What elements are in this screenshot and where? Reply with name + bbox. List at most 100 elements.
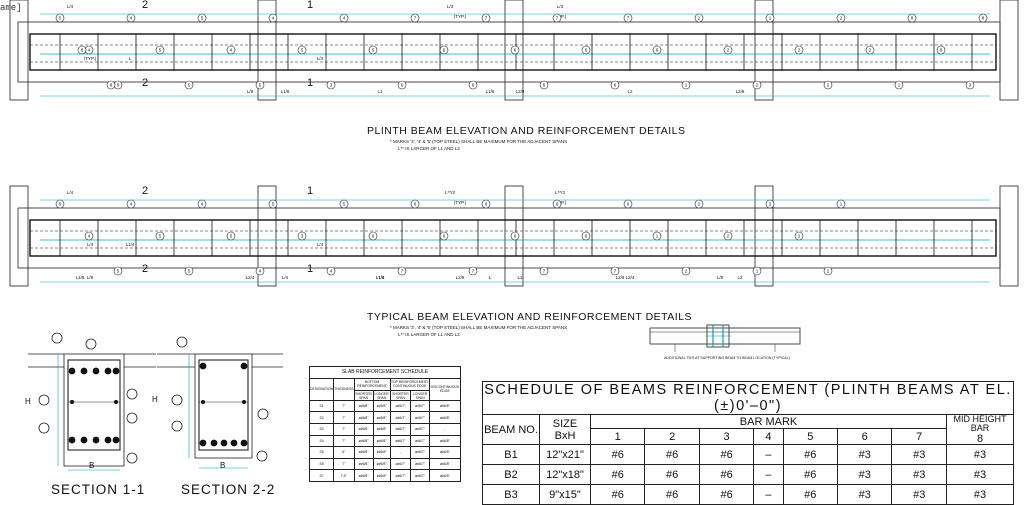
schedule-col-2: 2: [644, 428, 700, 445]
schedule-cell: #6: [589, 464, 646, 485]
mark-bubble: [481, 199, 491, 209]
mark-label: 8: [982, 16, 985, 21]
slab-cell: ø#6/7": [410, 422, 430, 436]
slab-cell: ø#6/7": [389, 399, 412, 413]
mark-bubble: [226, 231, 236, 241]
slab-cell: ø#6/8": [372, 446, 391, 459]
dimension-label: L**/3: [445, 190, 455, 195]
mark-label: 2: [698, 202, 701, 207]
dimension-label: L**/3: [555, 190, 565, 195]
mark-bubble: [155, 231, 165, 241]
section-1-1-dim-h: H: [25, 397, 31, 406]
typical-note-1: * MARKS '3', '4' & '5' (TOP STEEL) SHALL…: [390, 325, 568, 330]
column-outline: [9, 185, 29, 287]
section-marker: 1: [307, 0, 313, 11]
schedule-cell: #6: [782, 464, 839, 485]
dimension-label: L: [489, 275, 492, 280]
dimension-label: L2/8: [616, 275, 625, 280]
slab-cell: ø#6/8": [372, 457, 391, 471]
slab-header: TOP REINFORCEMENT CONTINUOUS EDGE: [389, 377, 430, 392]
slab-cell: ø#6/7": [389, 457, 412, 471]
slab-cell: ø#6/8": [353, 422, 374, 436]
mark-bubble: [907, 13, 917, 23]
slab-cell: ø#6/8": [372, 399, 391, 413]
mark-label: 7: [627, 16, 630, 21]
schedule-cell: –: [753, 464, 784, 485]
slab-header: BOTTOM REINFORCEMENT: [353, 377, 391, 392]
mark-bubble: [155, 45, 165, 55]
mark-bubble: [723, 231, 733, 241]
slab-cell: S2: [308, 411, 335, 424]
mark-bubble: [268, 13, 278, 23]
dimension-label: L2/8: [516, 89, 525, 94]
slab-cell: ø#6/7": [389, 411, 412, 424]
mark-bubble: [184, 266, 194, 276]
slab-cell: 7": [333, 399, 355, 413]
schedule-col-4: 4: [753, 428, 784, 445]
mark-bubble: [113, 266, 123, 276]
dimension-label: L2: [737, 275, 743, 280]
dimension-label: L/4: [282, 275, 289, 280]
mark-label: 4: [272, 16, 275, 21]
dimension-label: (TYP.): [454, 200, 467, 205]
mark-label: 8: [911, 16, 914, 21]
schedule-cell: #6: [589, 484, 646, 505]
dimension-label: L/4: [317, 242, 324, 247]
mark-bubble: [410, 13, 420, 23]
mark-label: 7: [472, 269, 475, 274]
mark-label: 2: [698, 16, 701, 21]
mark-bubble: [268, 199, 278, 209]
mark-label: 2: [685, 269, 688, 274]
column-outline: [257, 185, 277, 287]
mark-bubble: [297, 231, 307, 241]
mark-label: 8: [940, 48, 943, 53]
mark-label: 7: [556, 16, 559, 21]
slab-subheader: LONGER SPAN: [410, 390, 430, 401]
schedule-col-5: 5: [782, 428, 839, 445]
section-1-1-dim-b: B: [89, 461, 95, 470]
mark-label: 4: [130, 202, 133, 207]
dimension-label: L1/8: [376, 275, 385, 280]
section-2-2-title: SECTION 2-2: [181, 482, 276, 497]
dimension-label: L1/8: [486, 89, 495, 94]
schedule-col-3: 3: [698, 428, 755, 445]
schedule-cell: #6: [698, 484, 755, 505]
slab-cell: ø#6/8": [372, 434, 391, 448]
mark-label: 2: [827, 83, 830, 88]
mark-label: 8: [81, 48, 84, 53]
mark-label: 2: [756, 83, 759, 88]
mark-bubble: [481, 13, 491, 23]
mark-label: 7: [485, 16, 488, 21]
slab-cell: S6: [308, 457, 335, 471]
dimension-label: L2/8: [736, 89, 745, 94]
schedule-cell: 12"x21": [539, 444, 591, 465]
section-marker: 2: [142, 185, 148, 197]
slab-cell: ø#6/7": [389, 434, 412, 448]
mark-label: 4: [230, 48, 233, 53]
slab-cell: ø#6/7": [410, 399, 430, 413]
section-1-1-drawing: [28, 332, 156, 471]
dimension-label: L1: [517, 275, 523, 280]
slab-cell: 7": [333, 422, 355, 436]
dimension-label: L1/8: [281, 89, 290, 94]
mark-label: 5: [117, 269, 120, 274]
slab-cell: ø#6/8": [428, 457, 462, 471]
mark-label: 5: [159, 48, 162, 53]
mark-label: 5: [259, 83, 262, 88]
mark-bubble: [297, 45, 307, 55]
beam-outline: [17, 21, 1001, 83]
dimension-label: L/3: [447, 4, 454, 9]
tie-detail-drawing: [649, 324, 801, 352]
schedule-cell: #3: [891, 464, 947, 485]
mark-label: 6: [543, 83, 546, 88]
mark-label: 2: [727, 234, 730, 239]
mark-label: 6: [485, 202, 488, 207]
mark-label: 5: [230, 234, 233, 239]
mark-bubble: [581, 45, 591, 55]
mark-label: 8: [110, 83, 113, 88]
mark-label: 2: [798, 234, 801, 239]
mark-bubble: [468, 80, 478, 90]
schedule-cell: #6: [644, 444, 700, 465]
slab-cell: ø#6/8": [372, 469, 391, 482]
